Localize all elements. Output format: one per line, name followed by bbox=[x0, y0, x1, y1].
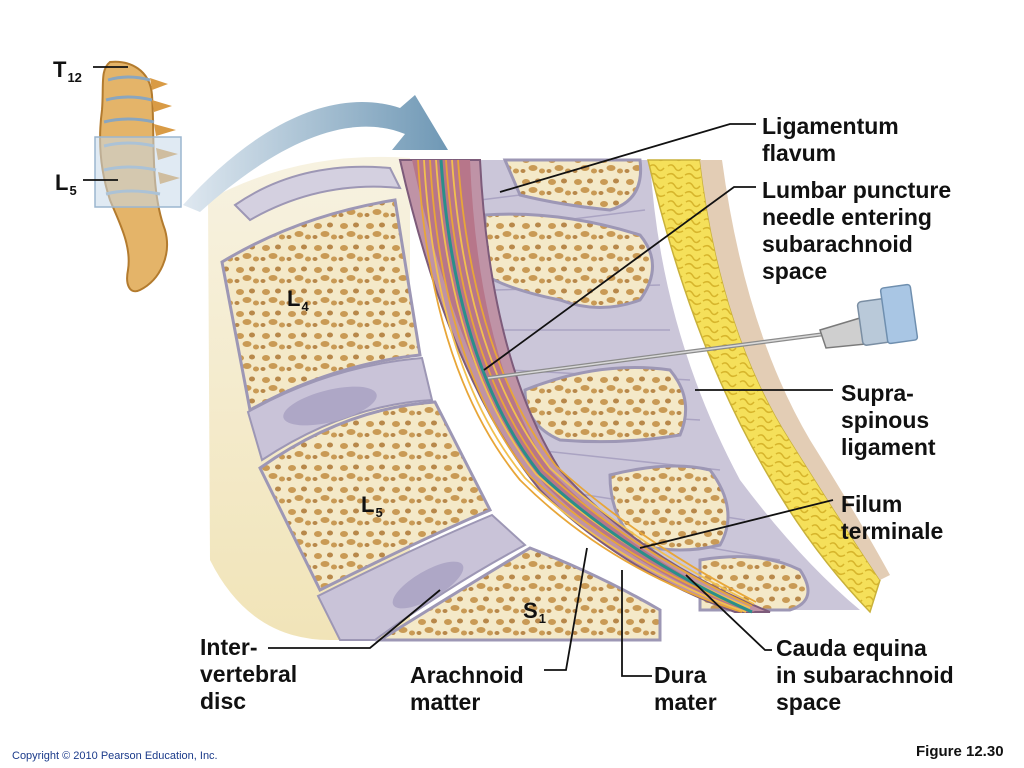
filum-terminale-fiber bbox=[439, 159, 753, 614]
figure-number: Figure 12.30 bbox=[916, 743, 1004, 760]
l5-label: L5 bbox=[361, 492, 383, 520]
l5-small-label: L5 bbox=[55, 170, 77, 198]
label-cauda-equina: Cauda equina in subarachnoid space bbox=[776, 635, 954, 715]
label-filum-terminale: Filum terminale bbox=[841, 491, 944, 544]
label-leader-lines bbox=[83, 66, 834, 677]
copyright-notice: Copyright © 2010 Pearson Education, Inc. bbox=[12, 750, 218, 762]
label-lumbar-puncture-needle: Lumbar puncture needle entering subarach… bbox=[762, 177, 952, 284]
lumbar-puncture-needle bbox=[487, 283, 919, 380]
l5-vertebral-body bbox=[258, 400, 493, 593]
l4-label: L4 bbox=[287, 286, 309, 314]
supraspinous-fat-layer bbox=[647, 159, 890, 614]
cauda-equina-fibers bbox=[417, 159, 757, 614]
label-supraspinous-ligament: Supra- spinous ligament bbox=[841, 380, 936, 460]
t12-label: T12 bbox=[53, 57, 82, 85]
vertebral-bodies bbox=[220, 165, 662, 642]
label-dura-mater: Dura mater bbox=[654, 662, 717, 715]
spinal-canal bbox=[398, 159, 771, 614]
l4-vertebral-body bbox=[220, 198, 422, 413]
zoom-region-box bbox=[94, 136, 182, 208]
label-intervertebral-disc: Inter- vertebral disc bbox=[200, 634, 298, 714]
s1-label: S1 bbox=[523, 598, 546, 626]
s1-vertebral-body bbox=[374, 546, 662, 642]
label-ligamentum-flavum: Ligamentum flavum bbox=[762, 113, 899, 166]
spinous-processes bbox=[483, 158, 810, 612]
zoom-arrow bbox=[183, 95, 448, 212]
label-arachnoid-matter: Arachnoid matter bbox=[410, 662, 524, 715]
small-spine-column bbox=[94, 60, 182, 293]
